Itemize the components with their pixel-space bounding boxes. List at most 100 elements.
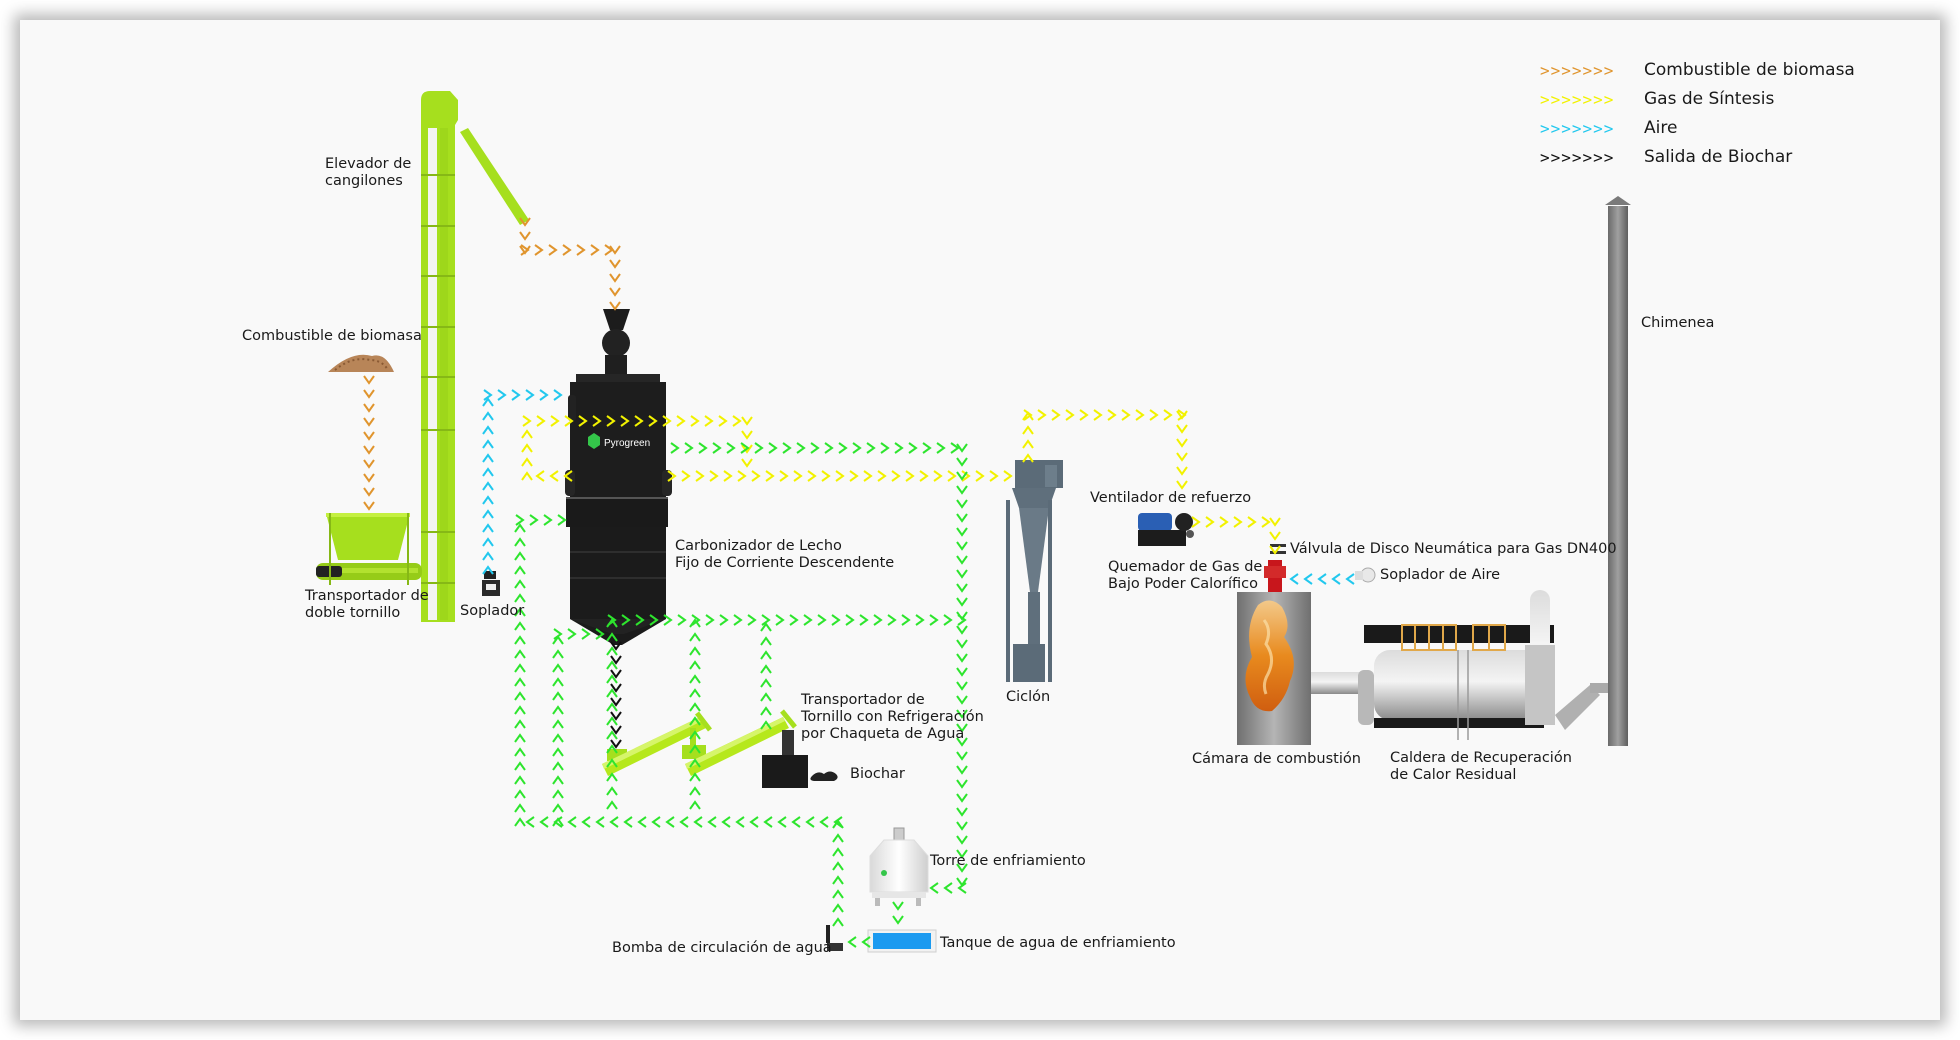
flow-arrow-icon	[817, 614, 827, 626]
flow-arrow-icon	[684, 442, 694, 454]
label-air-blower: Soplador de Aire	[1380, 567, 1501, 583]
flow-arrow-icon	[552, 775, 564, 785]
flow-arrow-icon	[845, 614, 855, 626]
flow-arrow-icon	[741, 430, 753, 440]
flow-arrow-icon	[956, 737, 968, 747]
flow-arrow-icon	[929, 882, 939, 894]
flow-arrow-icon	[1107, 409, 1117, 421]
flow-arrow-icon	[363, 445, 375, 455]
flow-arrow-icon	[520, 244, 530, 256]
flow-arrow-icon	[606, 688, 618, 698]
flow-arrow-icon	[891, 470, 901, 482]
flow-arrow-icon	[956, 625, 968, 635]
flow-biochar-path	[610, 641, 622, 749]
flow-arrow-icon	[552, 747, 564, 757]
flow-arrow-icon	[607, 614, 617, 626]
flow-arrow-icon	[514, 593, 526, 603]
flow-arrow-icon	[819, 816, 829, 828]
flow-arrow-icon	[606, 800, 618, 810]
flow-arrow-icon	[956, 821, 968, 831]
flow-arrow-icon	[552, 705, 564, 715]
flow-arrow-icon	[1176, 466, 1188, 476]
flow-syngas-path	[1191, 516, 1281, 555]
flow-arrow-icon	[956, 779, 968, 789]
flow-arrow-icon	[956, 527, 968, 537]
flow-arrow-icon	[514, 579, 526, 589]
flow-arrow-icon	[782, 442, 792, 454]
flow-arrow-icon	[610, 711, 622, 721]
flow-arrow-icon	[514, 551, 526, 561]
flow-arrow-icon	[733, 614, 743, 626]
flow-arrow-icon	[709, 470, 719, 482]
flow-arrow-icon	[775, 614, 785, 626]
flow-arrow-icon	[1269, 517, 1281, 527]
flow-arrow-icon	[482, 565, 494, 575]
flow-arrow-icon	[606, 744, 618, 754]
flow-arrow-icon	[525, 816, 535, 828]
flow-arrow-icon	[832, 875, 844, 885]
flow-water-path	[670, 442, 968, 894]
flow-arrow-icon	[695, 470, 705, 482]
flow-arrow-icon	[704, 415, 714, 427]
legend-item-biomass: >>>>>>> Combustible de biomasa	[1540, 60, 1855, 80]
flow-arrow-icon	[749, 816, 759, 828]
flow-arrow-icon	[863, 470, 873, 482]
flow-arrow-icon	[519, 231, 531, 241]
flow-arrow-icon	[956, 667, 968, 677]
flow-arrow-icon	[553, 628, 563, 640]
flow-arrow-icon	[831, 614, 841, 626]
flow-arrow-icon	[610, 725, 622, 735]
flow-arrow-icon	[956, 443, 968, 453]
flow-arrow-icon	[1317, 573, 1327, 585]
flow-arrow-icon	[956, 765, 968, 775]
flow-arrow-icon	[747, 614, 757, 626]
flow-arrow-icon	[957, 614, 967, 626]
legend-item-biochar: >>>>>>> Salida de Biochar	[1540, 147, 1793, 167]
flow-arrow-icon	[1037, 409, 1047, 421]
flow-arrow-icon	[1205, 516, 1215, 528]
flow-arrow-icon	[550, 415, 560, 427]
flow-arrow-icon	[567, 628, 577, 640]
flow-arrow-icon	[606, 660, 618, 670]
flow-arrow-icon	[936, 442, 946, 454]
flow-arrow-icon	[1023, 409, 1033, 421]
biomass-pile-icon	[328, 354, 394, 372]
flow-arrow-icon	[363, 473, 375, 483]
flow-arrow-icon	[515, 514, 525, 526]
flow-arrow-icon	[760, 706, 772, 716]
flow-arrow-icon	[810, 442, 820, 454]
flow-arrow-icon	[514, 621, 526, 631]
flow-arrow-icon	[919, 470, 929, 482]
flow-arrow-icon	[760, 720, 772, 730]
flow-arrow-icon	[832, 903, 844, 913]
flow-arrow-icon	[534, 244, 544, 256]
flow-arrow-icon	[581, 628, 591, 640]
flow-arrow-icon	[610, 739, 622, 749]
flow-arrow-icon	[943, 614, 953, 626]
label-cooling-water-tank: Tanque de agua de enfriamiento	[940, 935, 1176, 951]
flow-arrow-icon	[796, 442, 806, 454]
flow-arrow-icon	[514, 663, 526, 673]
flow-arrow-icon	[956, 597, 968, 607]
flow-water-path	[606, 614, 967, 810]
flow-arrow-icon	[689, 716, 701, 726]
flow-arrow-icon	[606, 772, 618, 782]
flow-arrow-icon	[539, 816, 549, 828]
flow-arrow-icon	[482, 453, 494, 463]
flow-arrow-icon	[514, 747, 526, 757]
flow-arrow-icon	[929, 614, 939, 626]
flow-arrow-icon	[609, 245, 621, 255]
brand-logo: Pyrogreen	[588, 433, 650, 449]
legend-arrows-icon: >>>>>>>	[1540, 60, 1615, 80]
flow-arrow-icon	[610, 683, 622, 693]
flow-arrow-icon	[887, 614, 897, 626]
flow-arrow-icon	[763, 816, 773, 828]
flow-arrow-icon	[1331, 573, 1341, 585]
chimney	[1605, 196, 1631, 746]
flow-arrow-icon	[514, 607, 526, 617]
flow-arrow-icon	[956, 793, 968, 803]
flow-arrow-icon	[849, 470, 859, 482]
flow-arrow-icon	[1003, 470, 1013, 482]
flow-arrow-icon	[689, 702, 701, 712]
flow-arrow-icon	[740, 442, 750, 454]
